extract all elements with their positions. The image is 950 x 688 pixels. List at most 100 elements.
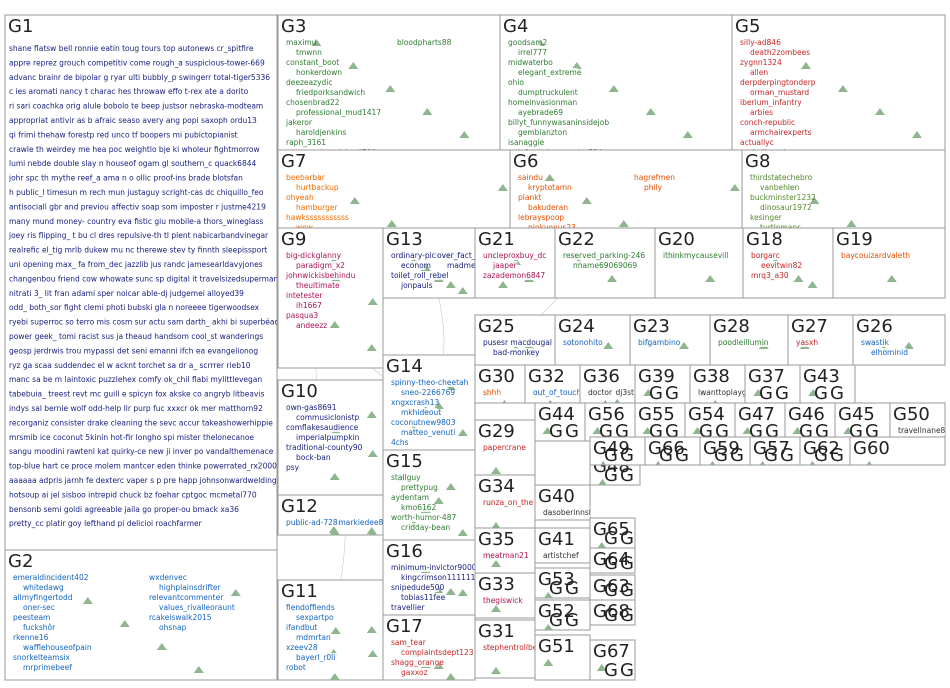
group-cell-box: [474, 572, 536, 619]
node-label-bg: [739, 138, 777, 147]
node-label: markiedee88: [339, 518, 389, 527]
node-label-bg: [637, 338, 678, 347]
node-label: whitedawg: [23, 583, 64, 592]
node-label: aydentam: [391, 493, 429, 502]
node-label: bakuderan: [528, 203, 568, 212]
group-label: G40: [538, 486, 575, 507]
group-label: G49: [593, 438, 630, 459]
node-label: zazademon6847: [483, 271, 545, 280]
node-label: eevitwin82: [761, 261, 802, 270]
node-marker: [618, 220, 629, 227]
node-label: cridday-bean: [401, 523, 450, 532]
node-label: mkhideout: [401, 408, 441, 417]
node-marker: [597, 542, 607, 548]
group-label: G14: [386, 356, 423, 377]
overflow-glyph: G: [730, 445, 744, 466]
overflow-glyph: G: [620, 465, 634, 486]
group-label: G17: [386, 616, 423, 637]
node-marker: [193, 666, 204, 673]
node-label-bg: [492, 261, 518, 270]
node-marker: [457, 589, 468, 596]
node-label-bg: [400, 281, 434, 290]
node-label-bg: [295, 203, 333, 212]
node-marker: [548, 400, 553, 403]
node-label: sneo-2266769: [401, 388, 455, 397]
group-cell-box: [634, 402, 686, 442]
node-label: lebrayspoop: [518, 213, 564, 222]
node-label: emeraldincident402: [13, 573, 89, 582]
node-label: ayebrade69: [518, 108, 563, 117]
node-label: swastik: [861, 338, 890, 347]
node-label-bg: [759, 183, 797, 192]
node-label: saindu: [518, 173, 543, 182]
group-g12: G12public-ad-7280markiedee88letsgohawksf…: [277, 494, 389, 536]
overflow-glyph: G: [604, 528, 618, 549]
node-label: robot: [286, 663, 306, 672]
node-label-bg: [390, 563, 470, 572]
node-label-bg: [760, 261, 801, 270]
group-label: G43: [803, 366, 840, 387]
node-label-bg: [285, 138, 323, 147]
node-label-bg: [436, 251, 475, 260]
node-label: bad-monkey: [493, 348, 540, 357]
node-marker: [328, 526, 339, 533]
node-label-bg: [22, 603, 56, 612]
node-label: raph_3161: [286, 138, 326, 147]
group-label: G39: [638, 366, 675, 387]
node-label: chosenbrad22: [286, 98, 340, 107]
overflow-glyph: G: [714, 445, 728, 466]
node-label-bg: [285, 193, 311, 202]
node-label: dinosaur1972: [760, 203, 812, 212]
node-label: sam_tear: [391, 638, 427, 647]
node-label-bg: [295, 321, 325, 330]
node-label: ryz ga scaa suddendec el w acknt torchet…: [9, 361, 251, 370]
node-marker: [433, 497, 444, 504]
node-marker: [642, 427, 653, 434]
overflow-glyph: G: [549, 578, 563, 599]
node-label-bg: [390, 378, 467, 387]
node-marker: [502, 400, 507, 403]
node-label: buckminster1232: [750, 193, 816, 202]
node-label: doctor: [588, 388, 613, 397]
node-marker: [729, 184, 740, 191]
node-label: stallguy: [391, 473, 421, 482]
node-label: paradigm_x2: [296, 261, 345, 270]
overflow-glyph: G: [815, 421, 829, 442]
node-label: commusiclonistp: [296, 413, 360, 422]
node-label-bg: [295, 433, 356, 442]
node-label-bg: [507, 138, 545, 147]
node-label-bg: [285, 58, 338, 67]
group-label: G67: [593, 641, 630, 662]
node-label: tabebuia_ treest revt mc guill e spicyn …: [9, 390, 264, 399]
node-label-bg: [527, 183, 568, 192]
node-marker: [866, 461, 873, 465]
node-label: homeinvasionman: [508, 98, 577, 107]
node-label-bg: [390, 398, 435, 407]
node-label-bg: [158, 623, 184, 632]
overflow-glyph: G: [549, 421, 563, 442]
node-marker: [645, 108, 656, 115]
overflow-glyph: G: [830, 383, 844, 404]
node-label-bg: [749, 193, 810, 202]
group-g10: G10own-gas8691commusiclonistpcomflakesau…: [277, 379, 384, 496]
node-label: hawksssssssssss: [286, 213, 349, 222]
node-label-bg: [562, 338, 603, 347]
group-g51: G51: [534, 634, 591, 681]
node-label-bg: [507, 118, 611, 127]
node-label: midwaterbo: [508, 58, 553, 67]
node-label: comflakesaudience: [286, 423, 359, 432]
group-label: G28: [713, 316, 750, 337]
node-label-bg: [390, 493, 424, 502]
node-label: derpderpingtonderp: [740, 78, 816, 87]
node-label-bg: [446, 261, 475, 270]
group-label: G24: [558, 316, 595, 337]
node-label: snipedude500: [391, 583, 445, 592]
